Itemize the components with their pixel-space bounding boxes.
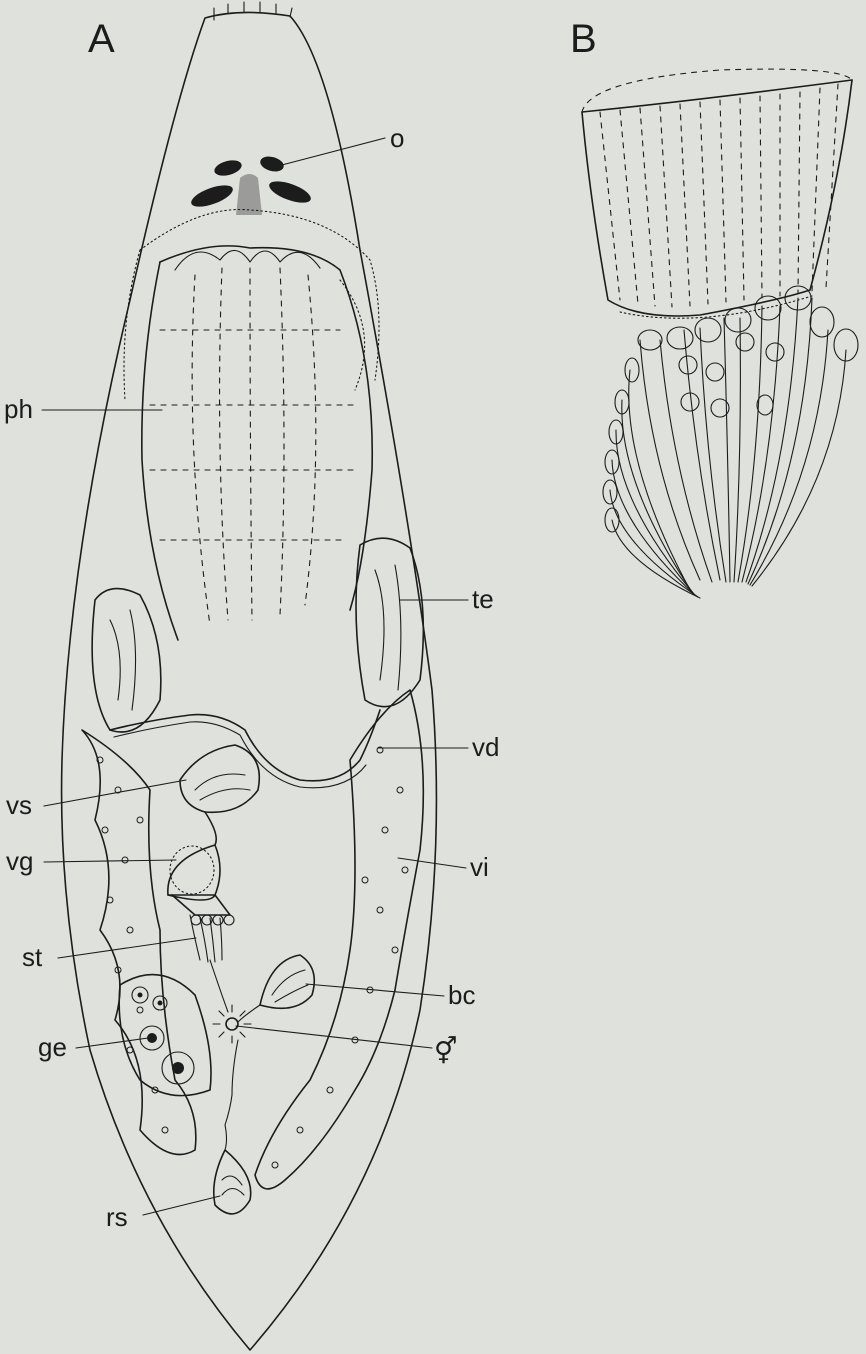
leader-vi	[398, 858, 466, 868]
panel-label-b: B	[570, 17, 597, 61]
eyes	[189, 154, 314, 215]
pharynx	[142, 246, 372, 640]
label-vi: vi	[470, 852, 489, 882]
resorptive-vesicle	[214, 1150, 251, 1214]
seminal-vesicle	[180, 745, 259, 812]
label-vd: vd	[472, 732, 499, 762]
leader-vs	[44, 780, 186, 806]
brain-area	[140, 210, 379, 381]
genital-pore	[210, 960, 251, 1125]
leader-rs	[143, 1196, 220, 1215]
vitellaria-right	[255, 690, 423, 1189]
label-rs: rs	[106, 1202, 128, 1232]
label-ge: ge	[38, 1032, 67, 1062]
label-vs: vs	[6, 790, 32, 820]
anterior-cilia	[214, 2, 292, 20]
label-genital-pore: ⚥	[434, 1036, 457, 1066]
label-st: st	[22, 942, 43, 972]
leader-gp	[236, 1026, 432, 1048]
granular-vesicle	[168, 812, 220, 895]
germarium	[119, 975, 211, 1096]
testes	[92, 538, 423, 732]
leader-st	[58, 938, 196, 958]
vitellaria-follicles	[97, 747, 408, 1168]
label-o: o	[390, 123, 404, 153]
vas-deferens	[110, 710, 380, 781]
bursa-copulatrix	[260, 955, 314, 1008]
leader-o	[278, 138, 385, 166]
vitellaria-left	[82, 730, 196, 1155]
label-ph: ph	[4, 394, 33, 424]
label-te: te	[472, 584, 494, 614]
label-vg: vg	[6, 846, 33, 876]
stylet	[172, 895, 234, 962]
panel-label-a: A	[88, 17, 115, 61]
label-bc: bc	[448, 980, 475, 1010]
leader-ge	[76, 1038, 148, 1048]
stylet-detail	[582, 69, 858, 598]
